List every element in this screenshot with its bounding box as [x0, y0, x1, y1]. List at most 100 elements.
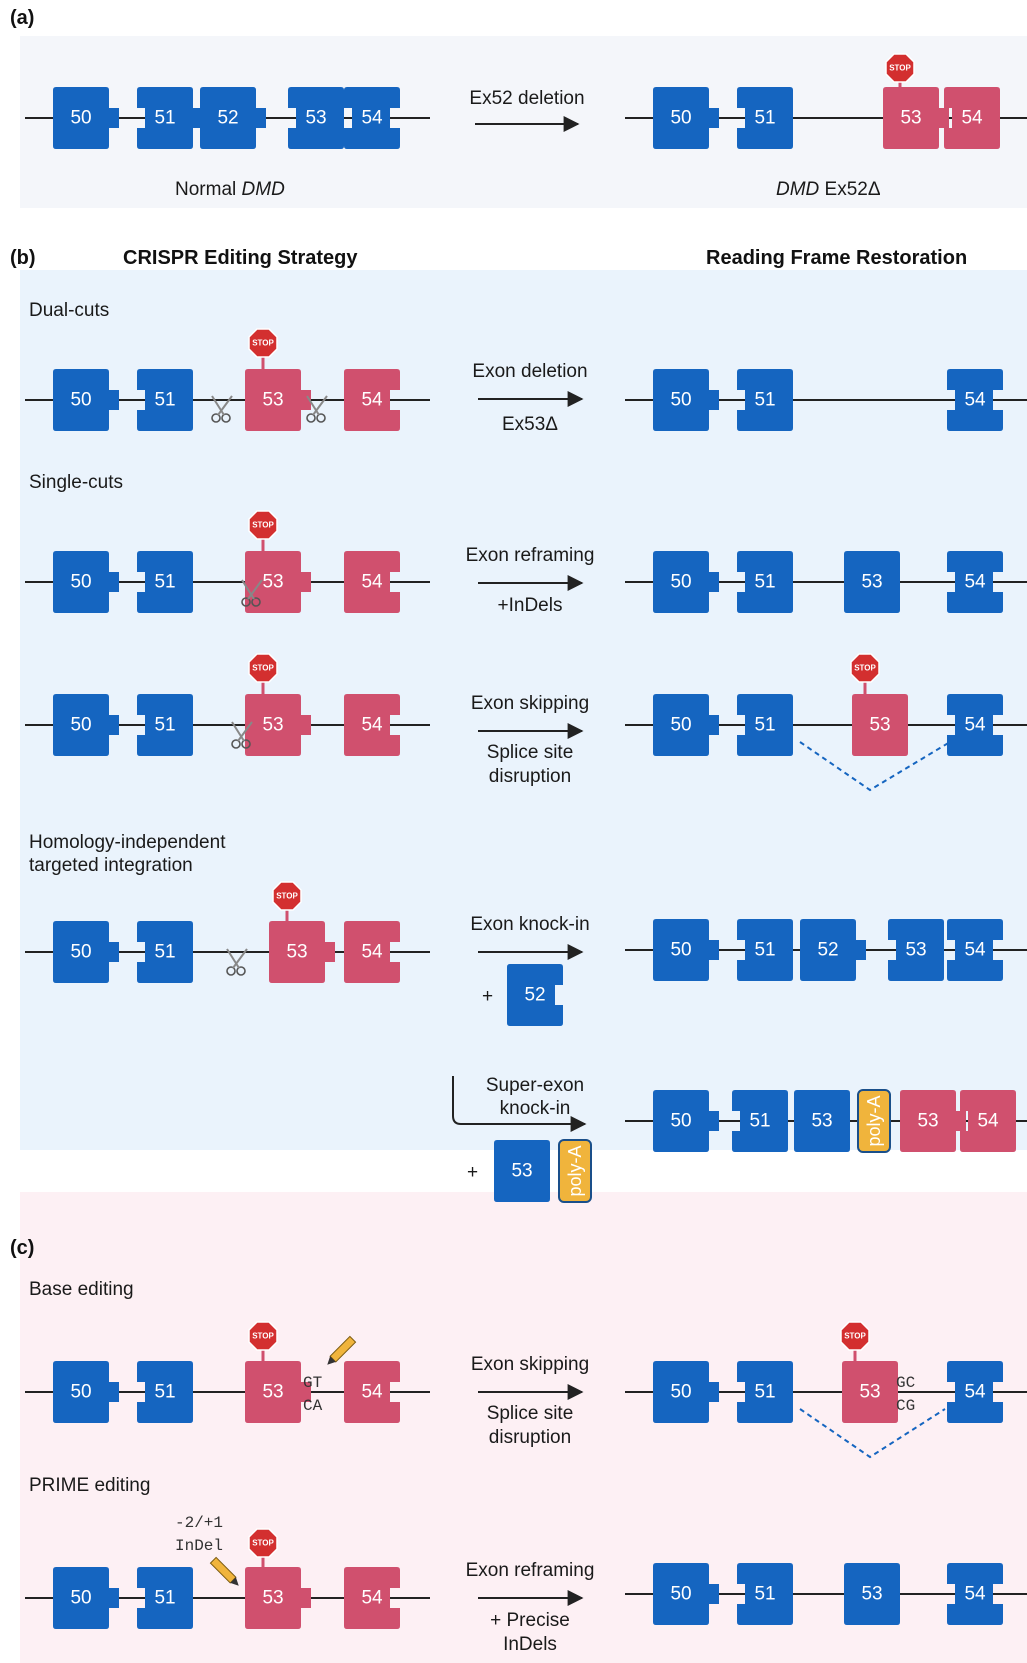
- stop-sign: STOP: [248, 1528, 278, 1569]
- svg-text:53: 53: [262, 1588, 283, 1609]
- stop-sign: STOP: [850, 653, 880, 694]
- svg-text:53: 53: [905, 940, 926, 961]
- exon-51: 51: [137, 1567, 193, 1629]
- svg-text:STOP: STOP: [276, 892, 298, 901]
- exon-54-out-of-frame: 54: [344, 551, 400, 613]
- svg-text:STOP: STOP: [252, 521, 274, 530]
- svg-text:53: 53: [262, 1382, 283, 1403]
- precise-label: + Precise: [490, 1610, 570, 1631]
- plus-sign: +: [482, 986, 493, 1007]
- heading-crispr-editing-strategy: CRISPR Editing Strategy: [123, 247, 358, 269]
- exon-53-reframed: 53: [844, 1563, 900, 1625]
- exon-53-out-of-frame: 53: [900, 1090, 966, 1152]
- svg-text:51: 51: [154, 390, 175, 411]
- svg-text:STOP: STOP: [889, 64, 911, 73]
- svg-text:50: 50: [70, 390, 91, 411]
- exon-50: 50: [53, 1361, 119, 1423]
- heading-reading-frame-restoration: Reading Frame Restoration: [706, 247, 967, 269]
- exon-54-out-of-frame: 54: [960, 1090, 1016, 1152]
- svg-text:53: 53: [859, 1382, 880, 1403]
- exon-50: 50: [653, 1563, 719, 1625]
- exon-53-super: 53: [794, 1090, 850, 1152]
- svg-text:STOP: STOP: [844, 1332, 866, 1341]
- svg-text:51: 51: [754, 715, 775, 736]
- exon-54-out-of-frame: 54: [344, 694, 400, 756]
- disruption-label: disruption: [489, 766, 571, 787]
- stop-sign: STOP: [248, 1321, 278, 1362]
- svg-text:53: 53: [262, 390, 283, 411]
- prime-exon-reframing-label: Exon reframing: [466, 1560, 595, 1581]
- svg-text:51: 51: [749, 1111, 770, 1132]
- svg-text:STOP: STOP: [252, 1332, 274, 1341]
- svg-text:51: 51: [154, 572, 175, 593]
- svg-text:poly-A: poly-A: [565, 1145, 585, 1196]
- exon-51: 51: [137, 1361, 193, 1423]
- exon-50: 50: [53, 694, 119, 756]
- exon-51: 51: [137, 369, 193, 431]
- exon-53-skipped: 53: [852, 694, 908, 756]
- exon-54: 54: [344, 87, 400, 149]
- polya-inserted: poly-A: [857, 1089, 891, 1153]
- svg-text:51: 51: [754, 1382, 775, 1403]
- svg-text:54: 54: [964, 390, 986, 411]
- svg-text:50: 50: [70, 715, 91, 736]
- exon-50: 50: [53, 369, 119, 431]
- svg-text:51: 51: [754, 108, 775, 129]
- svg-text:51: 51: [154, 1382, 175, 1403]
- exon-53-out-of-frame: 53: [245, 551, 311, 613]
- panel-b-letter: (b): [10, 247, 36, 269]
- svg-text:50: 50: [670, 940, 691, 961]
- scissors-icon: [226, 948, 248, 976]
- svg-text:50: 50: [670, 390, 691, 411]
- svg-text:51: 51: [154, 108, 175, 129]
- svg-text:53: 53: [305, 108, 326, 129]
- exon-knock-in-label: Exon knock-in: [470, 914, 589, 935]
- stop-sign: STOP: [840, 1321, 870, 1362]
- dmd-ex52-deletion-label: DMD Ex52Δ: [776, 179, 881, 200]
- exon-51: 51: [737, 551, 793, 613]
- exon-54-out-of-frame: 54: [344, 369, 400, 431]
- exon-53-donor: 53: [494, 1140, 550, 1202]
- super-exon-label-line-1: Super-exon: [486, 1075, 584, 1096]
- svg-text:50: 50: [670, 1584, 691, 1605]
- svg-text:53: 53: [917, 1111, 938, 1132]
- exon-53-out-of-frame: 53: [245, 1567, 311, 1629]
- exon-51: 51: [137, 551, 193, 613]
- exon-51: 51: [137, 921, 193, 983]
- exon-reframing-label: Exon reframing: [466, 545, 595, 566]
- svg-text:52: 52: [217, 108, 238, 129]
- gt-base-label: GT: [303, 1374, 322, 1392]
- exon-50: 50: [53, 921, 119, 983]
- stop-sign: STOP: [248, 328, 278, 369]
- ex53-deletion-label: Ex53Δ: [502, 414, 558, 435]
- svg-text:52: 52: [817, 940, 838, 961]
- exon-53-out-of-frame: 53: [883, 87, 949, 149]
- pencil-icon: [327, 1335, 357, 1365]
- exon-54: 54: [947, 1361, 1003, 1423]
- exon-51: 51: [737, 919, 793, 981]
- exon-54: 54: [947, 369, 1003, 431]
- exon-50: 50: [53, 1567, 119, 1629]
- svg-text:53: 53: [262, 572, 283, 593]
- gc-base-label: GC: [896, 1374, 915, 1392]
- svg-text:54: 54: [361, 572, 383, 593]
- exon-52: 52: [800, 919, 866, 981]
- exon-54-out-of-frame: 54: [944, 87, 1000, 149]
- splice-skip-path: [799, 741, 951, 792]
- prime-editing-label: PRIME editing: [29, 1475, 150, 1496]
- scissors-icon: [211, 395, 233, 423]
- exon-53-out-of-frame: 53: [269, 921, 335, 983]
- scissors-icon: [306, 395, 328, 423]
- stop-sign: STOP: [248, 510, 278, 551]
- arrow-super-exon: [452, 1076, 587, 1132]
- single-cuts-label: Single-cuts: [29, 472, 123, 493]
- exon-50: 50: [653, 1090, 719, 1152]
- svg-text:54: 54: [964, 1382, 986, 1403]
- indel-label-line-2: InDel: [175, 1537, 223, 1555]
- panel-a-letter: (a): [10, 7, 34, 29]
- exon-51: 51: [137, 694, 193, 756]
- svg-text:51: 51: [754, 572, 775, 593]
- svg-text:50: 50: [70, 1382, 91, 1403]
- exon-54: 54: [947, 551, 1003, 613]
